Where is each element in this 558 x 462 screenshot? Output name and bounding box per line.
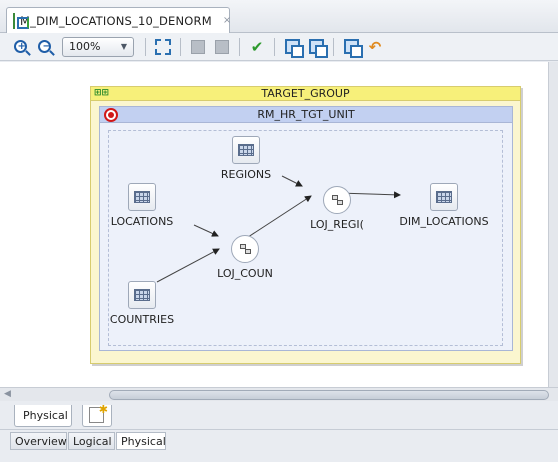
- expand-icon: [284, 39, 304, 58]
- horizontal-scrollbar[interactable]: ◀: [0, 387, 558, 401]
- view-tabs: Overview Logical Physical: [0, 429, 558, 462]
- node-label: DIM_LOCATIONS: [399, 215, 489, 228]
- execution-unit-body: REGIONS LOCATIONS COUNTRIES LOJ_REGI( LO: [108, 130, 503, 346]
- toolbar-divider: [239, 37, 240, 56]
- node-loj-regions[interactable]: LOJ_REGI(: [307, 186, 367, 231]
- table-icon: [232, 136, 260, 164]
- arrow-loj-countries-to-loj-regions: [241, 195, 312, 242]
- grid-icon: [191, 39, 205, 54]
- undo-button[interactable]: ↶: [365, 37, 385, 57]
- toolbar-divider: [145, 37, 146, 56]
- node-label: LOCATIONS: [110, 215, 174, 228]
- execution-unit-title: RM_HR_TGT_UNIT: [257, 108, 355, 121]
- execution-unit-header[interactable]: RM_HR_TGT_UNIT: [100, 107, 512, 123]
- node-label: LOJ_COUN: [217, 267, 273, 280]
- scroll-left-icon[interactable]: ◀: [4, 389, 11, 399]
- editor-tab-bar: M_DIM_LOCATIONS_10_DENORM ×: [0, 0, 558, 33]
- target-group-header[interactable]: ⊞⊞ TARGET_GROUP: [91, 87, 520, 101]
- zoom-level-value: 100%: [69, 40, 101, 53]
- undo-icon: ↶: [368, 37, 382, 56]
- tab-logical[interactable]: Logical: [68, 432, 115, 450]
- new-diagram-tab-button[interactable]: [82, 403, 112, 427]
- checkmark-icon: ✔: [250, 37, 264, 56]
- mapping-icon: [13, 12, 29, 29]
- disabled-tool-button-2[interactable]: [212, 37, 232, 57]
- expand-all-button[interactable]: [282, 37, 304, 58]
- tab-physical[interactable]: Physical: [116, 432, 166, 450]
- node-label: REGIONS: [220, 168, 272, 181]
- node-label: LOJ_REGI(: [310, 218, 364, 231]
- editor-tab-title: M_DIM_LOCATIONS_10_DENORM: [20, 13, 212, 28]
- validate-button[interactable]: ✔: [247, 37, 267, 57]
- arrow-countries-to-loj-countries: [156, 248, 220, 283]
- execution-unit[interactable]: RM_HR_TGT_UNIT REG: [99, 106, 513, 351]
- toolbar-divider: [333, 37, 334, 56]
- table-icon: [128, 183, 156, 211]
- auto-layout-button[interactable]: [341, 37, 363, 58]
- node-locations[interactable]: LOCATIONS: [109, 183, 175, 228]
- new-page-icon: [89, 403, 108, 423]
- zoom-in-button[interactable]: +: [10, 37, 30, 57]
- scrollbar-thumb[interactable]: [109, 390, 549, 400]
- diagram-toolbar: + − 100% ▼ ✔ ↶: [0, 33, 558, 61]
- arrow-regions-to-loj-regions: [281, 175, 303, 187]
- fit-to-window-button[interactable]: [153, 37, 173, 57]
- zoom-out-button[interactable]: −: [34, 37, 54, 57]
- diagram-canvas[interactable]: ⊞⊞ TARGET_GROUP RM_HR_TGT_UNIT: [0, 62, 548, 387]
- node-regions[interactable]: REGIONS: [216, 136, 276, 181]
- chevron-down-icon: ▼: [120, 42, 127, 51]
- group-collapse-icon[interactable]: ⊞⊞: [94, 88, 110, 98]
- stop-icon: [104, 108, 118, 122]
- zoom-out-icon: −: [37, 40, 51, 53]
- close-icon[interactable]: ×: [222, 15, 232, 26]
- join-icon: [323, 186, 351, 214]
- toolbar-divider: [274, 37, 275, 56]
- collapse-icon: [308, 39, 328, 58]
- vertical-scrollbar[interactable]: [548, 62, 558, 387]
- layout-icon: [215, 39, 229, 54]
- fit-to-window-icon: [155, 38, 171, 55]
- table-icon: [128, 281, 156, 309]
- node-label: COUNTRIES: [109, 313, 175, 326]
- target-group[interactable]: ⊞⊞ TARGET_GROUP RM_HR_TGT_UNIT: [90, 86, 521, 364]
- target-group-title: TARGET_GROUP: [261, 87, 350, 100]
- node-loj-countries[interactable]: LOJ_COUN: [215, 235, 275, 280]
- join-icon: [231, 235, 259, 263]
- tab-overview[interactable]: Overview: [10, 432, 67, 450]
- zoom-in-icon: +: [13, 40, 27, 53]
- tab-physical-diagram[interactable]: Physical: [14, 405, 72, 427]
- editor-tab-mapping[interactable]: M_DIM_LOCATIONS_10_DENORM ×: [6, 7, 232, 33]
- table-icon: [430, 183, 458, 211]
- disabled-tool-button-1[interactable]: [188, 37, 208, 57]
- collapse-all-button[interactable]: [306, 37, 328, 58]
- toolbar-divider: [180, 37, 181, 56]
- node-countries[interactable]: COUNTRIES: [109, 281, 175, 326]
- zoom-level-select[interactable]: 100% ▼: [62, 36, 134, 57]
- diagram-page-tabs: Physical: [0, 401, 558, 429]
- layout-blocks-icon: [343, 39, 363, 58]
- arrow-locations-to-loj-countries: [193, 224, 219, 237]
- node-dim-locations[interactable]: DIM_LOCATIONS: [394, 183, 494, 228]
